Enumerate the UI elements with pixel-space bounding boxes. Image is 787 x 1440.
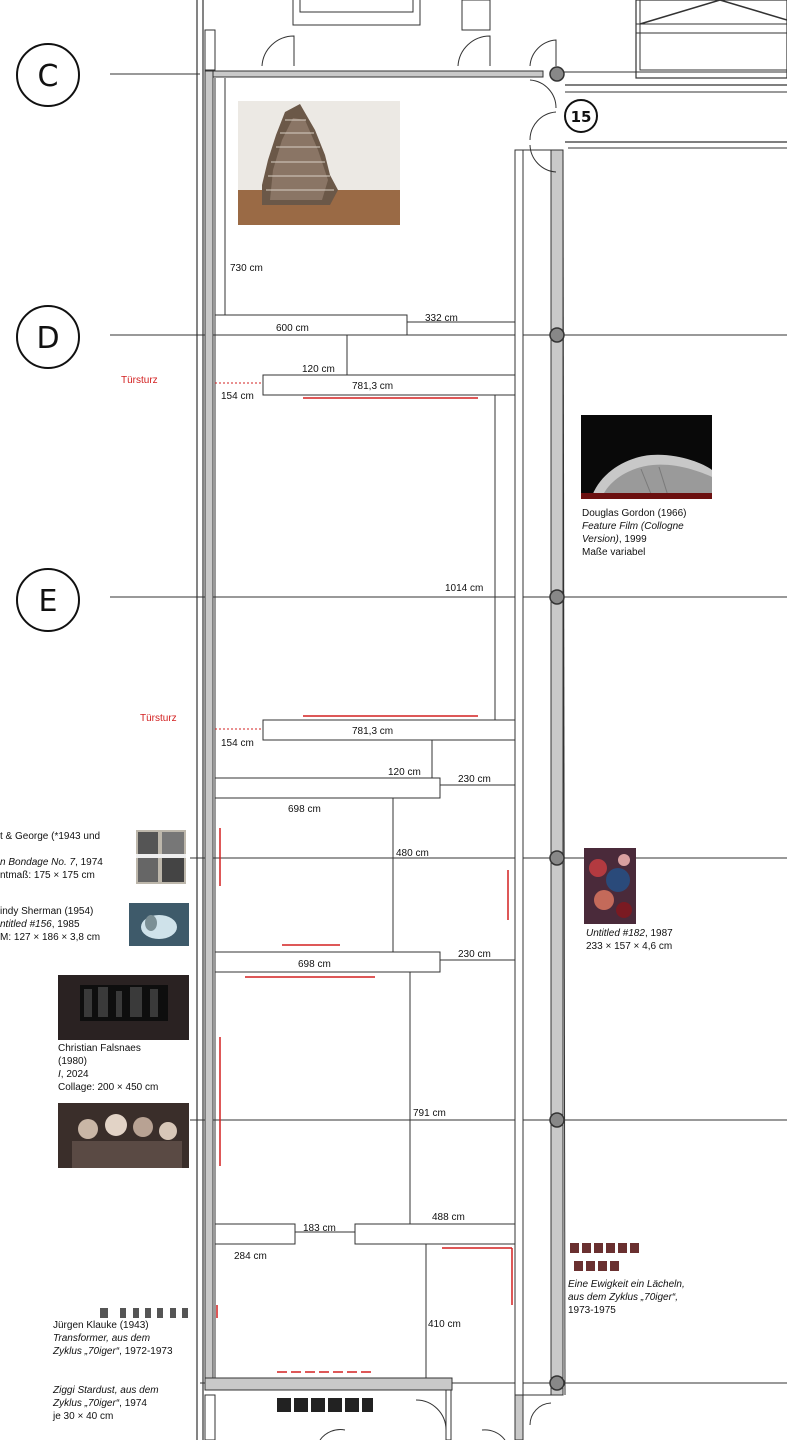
- bottom-doors: [319, 1389, 552, 1440]
- dim-120a: 120 cm: [302, 364, 335, 375]
- dim-230b: 230 cm: [458, 949, 491, 960]
- inner-walls: [214, 78, 516, 1378]
- klauke-series-thumbs: [100, 1306, 190, 1318]
- dim-230a: 230 cm: [458, 774, 491, 785]
- ewigkeit-caption: Eine Ewigkeit ein Lächeln, aus dem Zyklu…: [568, 1279, 685, 1316]
- dim-791: 791 cm: [413, 1108, 446, 1119]
- grid-marker-e: E: [16, 568, 80, 632]
- door-header-marks: [215, 382, 513, 1373]
- dim-730: 730 cm: [230, 263, 263, 274]
- artwork-title: Feature Film (Collogne: [582, 521, 684, 532]
- dim-781b: 781,3 cm: [352, 726, 393, 737]
- dim-284: 284 cm: [234, 1251, 267, 1262]
- dim-480: 480 cm: [396, 848, 429, 859]
- dim-600: 600 cm: [276, 323, 309, 334]
- column-dots: [549, 66, 565, 1391]
- ewigkeit-series-thumbs: [568, 1241, 642, 1275]
- falsnaes-caption: Christian Falsnaes (1980) I, 2024 Collag…: [58, 1043, 159, 1093]
- artwork-size: Maße variabel: [582, 547, 646, 558]
- sherman-182-thumb: [584, 848, 636, 924]
- room-walls: [204, 70, 787, 1396]
- dim-698b: 698 cm: [298, 959, 331, 970]
- column-number-badge: 15: [564, 99, 598, 133]
- door-header-label: Türsturz: [121, 375, 158, 386]
- svg-text:D: D: [36, 321, 59, 356]
- sculpture-photo: [238, 101, 400, 225]
- sherman-156-caption: indy Sherman (1954) ntitled #156, 1985 M…: [0, 906, 101, 943]
- svg-text:15: 15: [571, 108, 592, 126]
- artist-name: Douglas Gordon (1966): [582, 508, 687, 519]
- dimension-labels: 730 cm 600 cm 332 cm 120 cm 781,3 cm 154…: [121, 263, 491, 1330]
- gordon-film-still: [581, 415, 712, 499]
- artwork-title: Version): [582, 534, 619, 545]
- top-structures: [261, 0, 787, 173]
- svg-text:C: C: [38, 59, 59, 94]
- klauke-caption: Jürgen Klauke (1943) Transformer, aus de…: [53, 1320, 173, 1357]
- falsnaes-collage-thumb: [58, 975, 189, 1040]
- gordon-caption: Douglas Gordon (1966) Feature Film (Coll…: [582, 508, 687, 558]
- dim-698a: 698 cm: [288, 804, 321, 815]
- gilbert-george-thumb: [136, 830, 186, 884]
- left-wall: [196, 0, 216, 1440]
- gilbert-george-caption: t & George (*1943 und n Bondage No. 7, 1…: [0, 831, 103, 881]
- dim-488: 488 cm: [432, 1212, 465, 1223]
- falsnaes-photo-thumb: [58, 1103, 189, 1168]
- dim-332: 332 cm: [425, 313, 458, 324]
- dim-120b: 120 cm: [388, 767, 421, 778]
- dim-183: 183 cm: [303, 1223, 336, 1234]
- door-header-label: Türsturz: [140, 713, 177, 724]
- dim-154a: 154 cm: [221, 391, 254, 402]
- svg-text:E: E: [39, 584, 58, 619]
- dim-154b: 154 cm: [221, 738, 254, 749]
- sherman-182-caption: Untitled #182, 1987 233 × 157 × 4,6 cm: [586, 928, 673, 952]
- sherman-156-thumb: [129, 903, 189, 946]
- dim-1014: 1014 cm: [445, 583, 483, 594]
- dim-410: 410 cm: [428, 1319, 461, 1330]
- stardust-caption: Ziggi Stardust, aus dem Zyklus „70iger“,…: [53, 1385, 159, 1422]
- stardust-series-thumbs: [277, 1398, 373, 1412]
- dim-781a: 781,3 cm: [352, 381, 393, 392]
- grid-marker-d: D: [16, 305, 80, 369]
- grid-marker-c: C: [16, 43, 80, 107]
